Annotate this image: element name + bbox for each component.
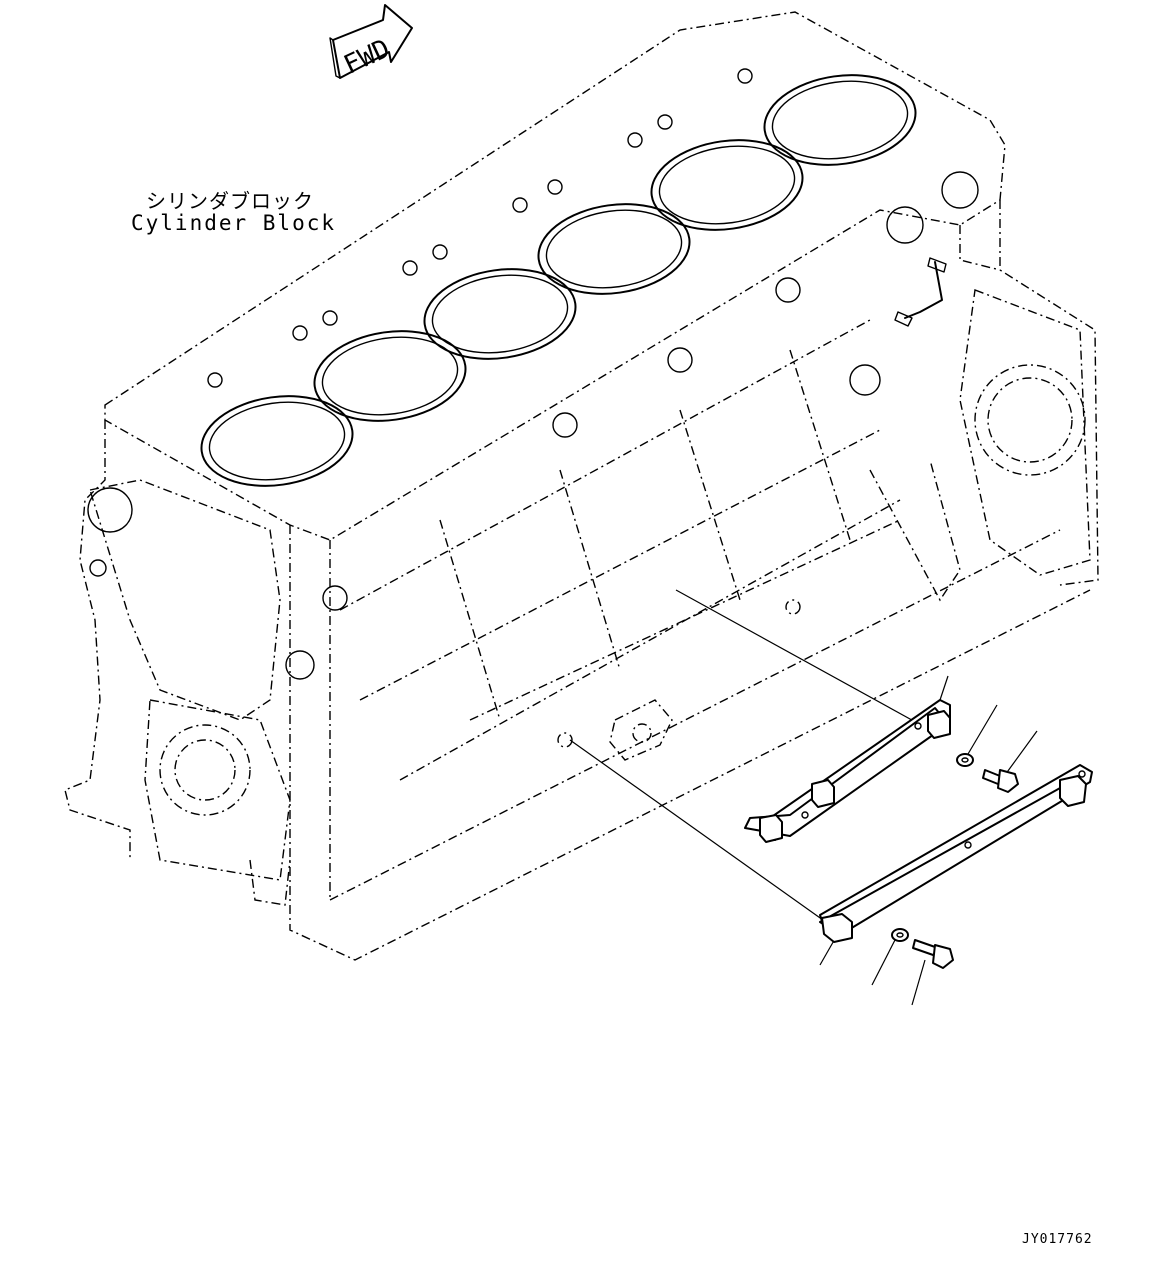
bracket-upper	[744, 699, 951, 843]
fwd-arrow-icon: FWD	[329, 4, 413, 81]
bolt-lower	[912, 939, 954, 969]
deck-holes	[87, 68, 979, 680]
cylinder-block	[64, 11, 1099, 961]
washer-upper	[956, 753, 974, 767]
cylinder-block-label-en: Cylinder Block	[131, 211, 337, 235]
cylinder-bores	[200, 74, 917, 487]
oil-pipe	[894, 257, 947, 327]
drawing-number: JY017762	[1022, 1232, 1093, 1247]
washer-lower	[891, 928, 909, 942]
bolt-upper	[982, 769, 1019, 793]
cylinder-block-label-jp: シリンダブロック	[146, 189, 314, 213]
bracket-lower	[819, 764, 1093, 943]
leader-lines	[569, 589, 1038, 1006]
